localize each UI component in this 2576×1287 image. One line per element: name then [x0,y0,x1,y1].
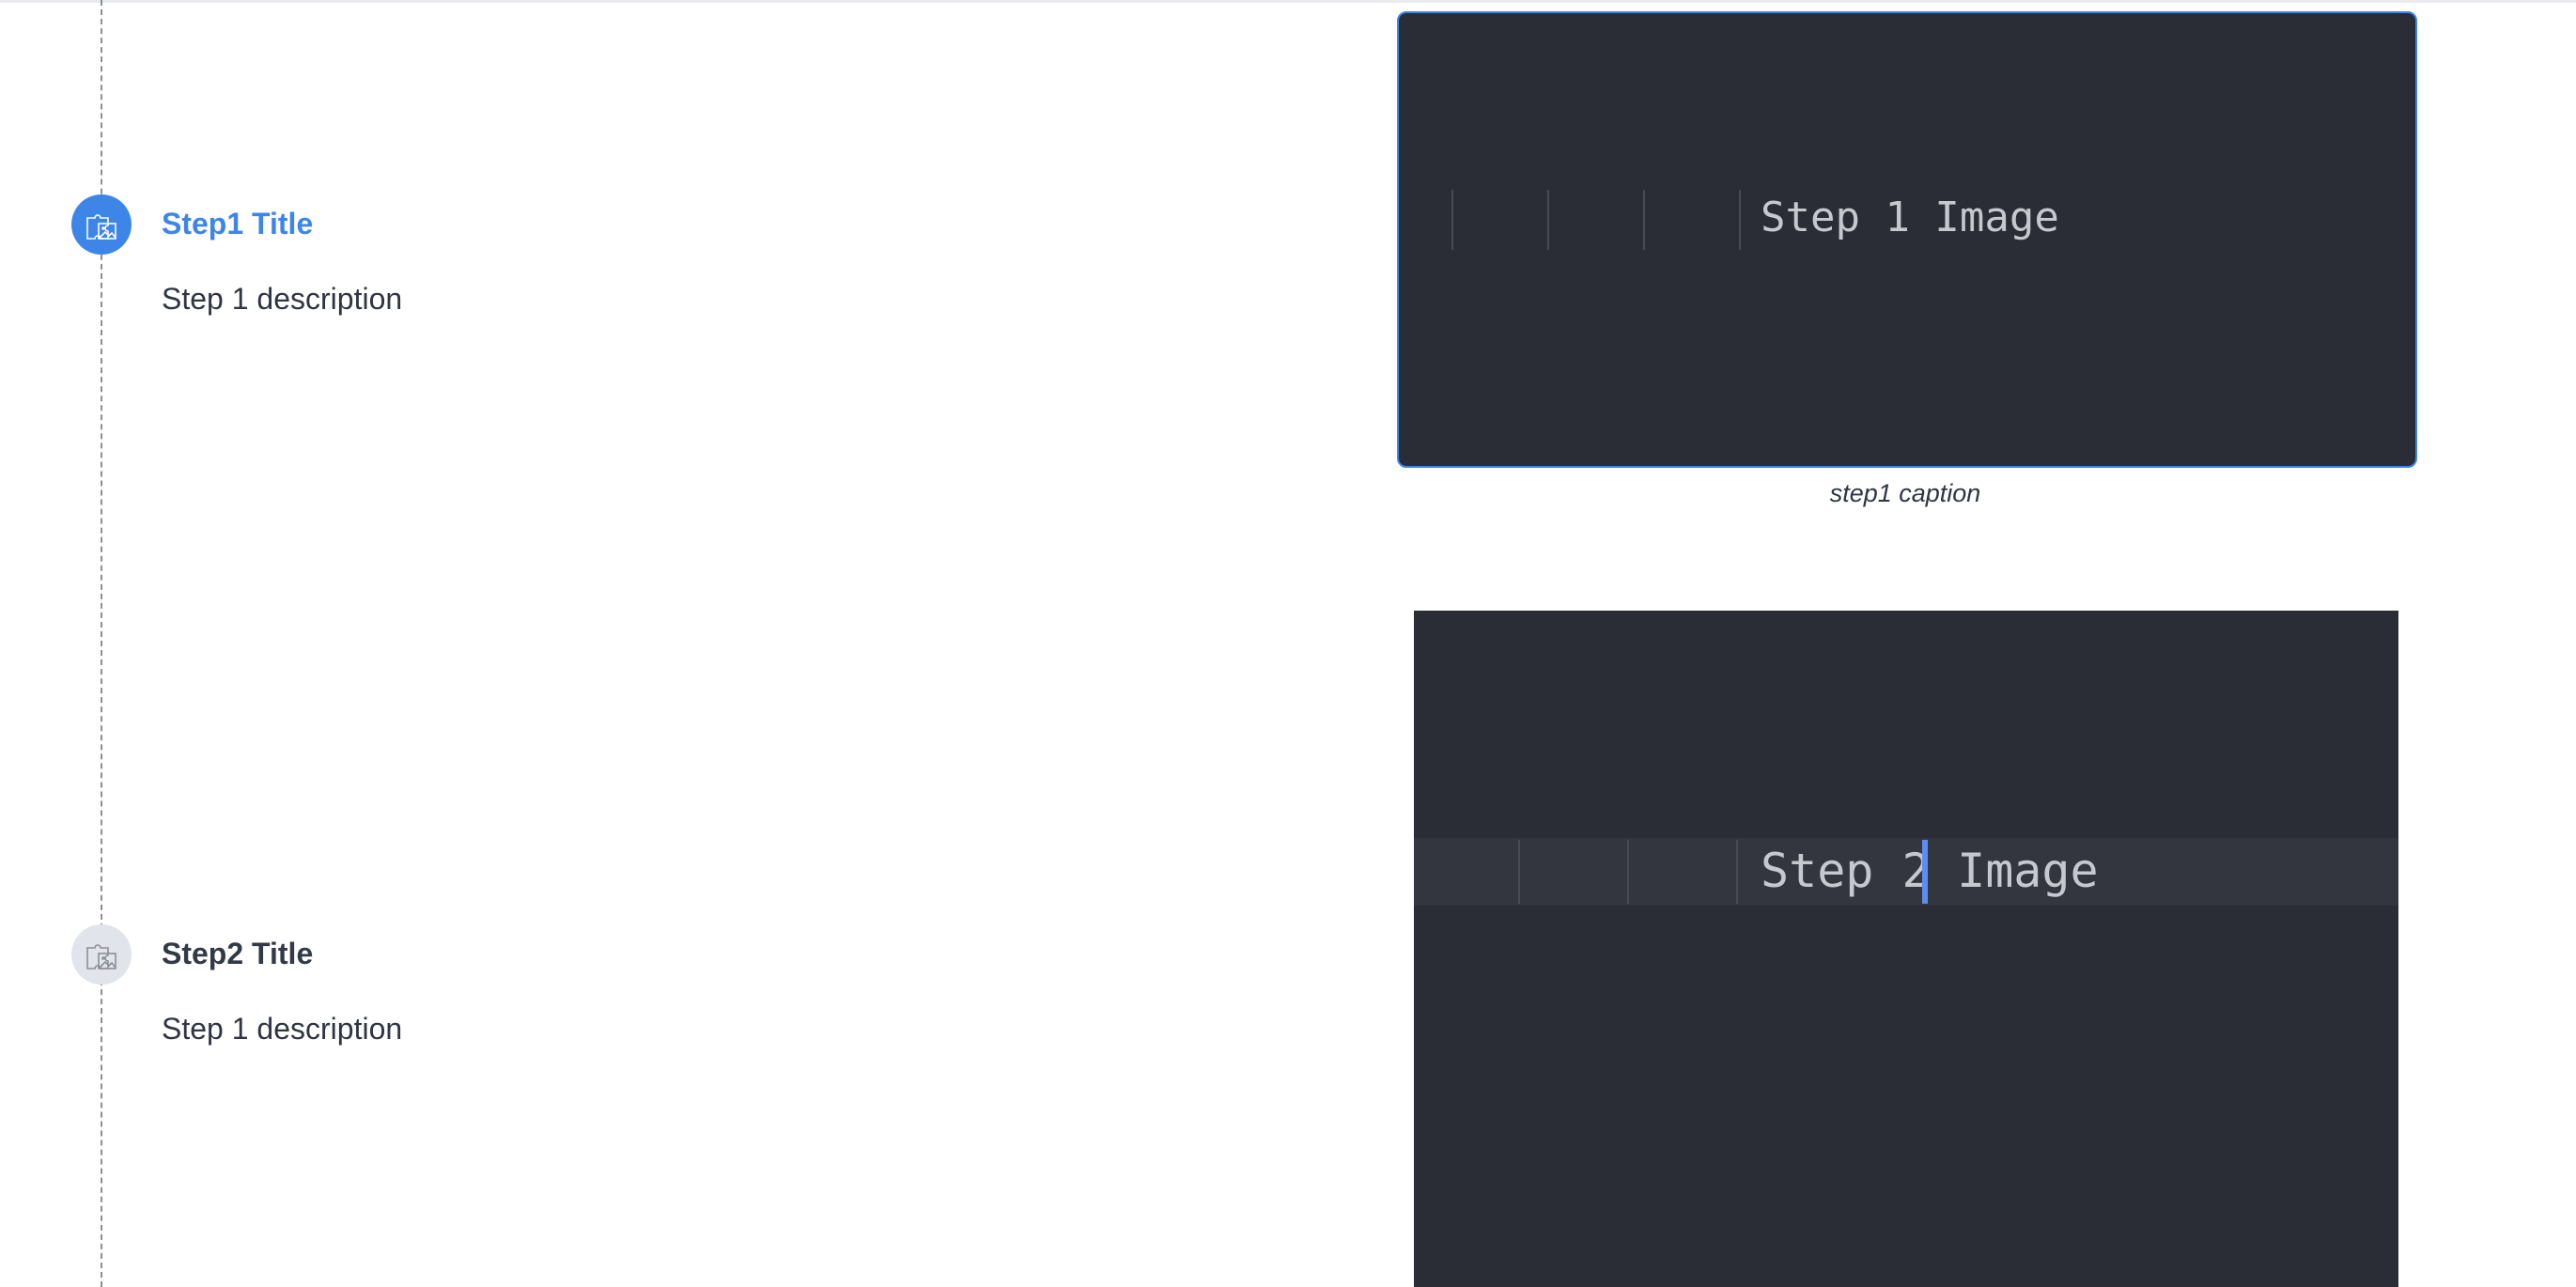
step-1-caption: step1 caption [1829,479,1981,507]
indent-guide [1627,840,1629,904]
step-2-image[interactable]: Step 2 Image [1414,611,2398,1287]
step-1-image[interactable]: Step 1 Image [1397,11,2417,468]
puzzle-image-icon [86,944,116,969]
step-1-description: Step 1 description [162,282,403,316]
indent-guide [1739,190,1741,250]
indent-guide [1736,840,1738,904]
text-cursor [1922,840,1928,904]
step-2-icon[interactable] [71,924,132,985]
top-divider [0,0,2576,3]
indent-guide [1451,190,1453,250]
puzzle-image-icon [86,214,116,240]
indent-guide [1518,840,1520,904]
step-2-title[interactable]: Step2 Title [162,937,314,970]
step-1-title[interactable]: Step1 Title [162,207,314,240]
step-2-image-text-after-cursor: Image [1929,844,2099,898]
step-1-image-text: Step 1 Image [1761,194,2059,241]
indent-guide [1643,190,1645,250]
step-2-description: Step 1 description [162,1012,403,1046]
current-line-highlight [1414,838,2398,906]
step-1-icon[interactable] [71,194,132,255]
indent-guide [1547,190,1549,250]
timeline-connector [101,0,102,1287]
step-2-image-text-before-cursor: Step 2 [1761,844,1931,898]
